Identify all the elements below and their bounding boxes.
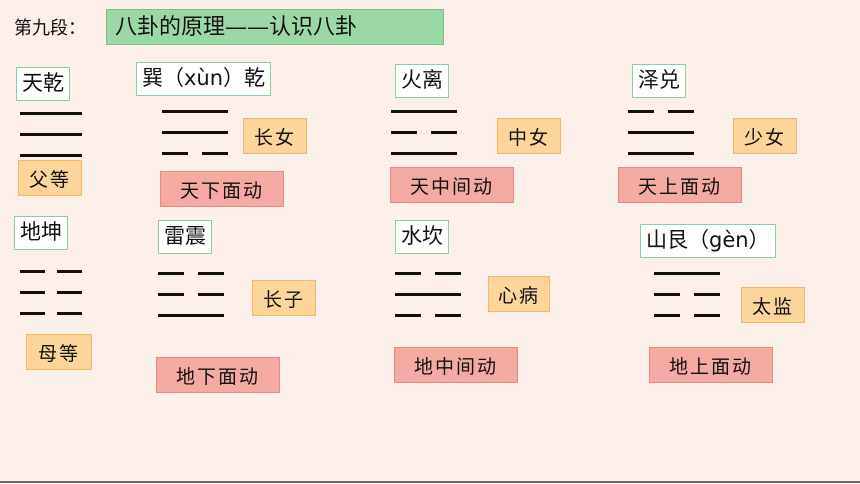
trigram-line-solid [20, 154, 82, 157]
trigram-tag-qian: 父等 [18, 160, 82, 196]
trigram-symbol-gen [654, 272, 720, 317]
trigram-motion-gen: 地上面动 [649, 347, 773, 383]
trigram-motion-dui: 天上面动 [618, 167, 742, 203]
trigram-tag-li: 中女 [497, 118, 561, 154]
trigram-symbol-dui [628, 110, 694, 155]
trigram-tag-kun: 母等 [26, 334, 92, 370]
trigram-symbol-zhen [158, 272, 224, 317]
trigram-line-solid [20, 112, 82, 115]
trigram-line-broken [158, 272, 224, 275]
trigram-line-broken [20, 291, 82, 294]
trigram-line-solid [628, 152, 694, 155]
trigram-name-zhen: 雷震 [158, 220, 212, 254]
trigram-line-broken [20, 270, 82, 273]
trigram-tag-dui: 少女 [733, 118, 797, 154]
trigram-symbol-kun [20, 270, 82, 315]
trigram-name-kun: 地坤 [14, 216, 68, 250]
trigram-line-solid [628, 131, 694, 134]
trigram-symbol-li [391, 110, 457, 155]
trigram-line-solid [395, 293, 461, 296]
trigram-line-solid [654, 272, 720, 275]
trigram-line-broken [162, 152, 228, 155]
trigram-line-broken [158, 293, 224, 296]
trigram-symbol-qian [20, 112, 82, 157]
trigram-line-solid [391, 110, 457, 113]
trigram-motion-li: 天中间动 [390, 167, 514, 203]
trigram-name-dui: 泽兑 [632, 64, 686, 98]
trigram-line-broken [395, 272, 461, 275]
trigram-line-broken [654, 293, 720, 296]
trigram-line-broken [628, 110, 694, 113]
trigram-line-solid [158, 314, 224, 317]
trigram-motion-zhen: 地下面动 [156, 357, 280, 393]
trigram-line-broken [395, 314, 461, 317]
trigram-line-solid [391, 152, 457, 155]
trigram-name-li: 火离 [395, 64, 449, 98]
trigram-name-kan: 水坎 [395, 220, 449, 254]
trigram-symbol-xun [162, 110, 228, 155]
trigram-line-broken [654, 314, 720, 317]
page-title: 八卦的原理——认识八卦 [106, 9, 444, 45]
trigram-line-solid [20, 133, 82, 136]
trigram-line-broken [391, 131, 457, 134]
trigram-tag-xun: 长女 [243, 118, 307, 154]
trigram-line-solid [162, 131, 228, 134]
trigram-motion-kan: 地中间动 [394, 347, 518, 383]
trigram-tag-zhen: 长子 [252, 280, 316, 316]
trigram-line-broken [20, 312, 82, 315]
bottom-rule [0, 481, 860, 483]
section-label: 第九段： [14, 18, 86, 39]
trigram-line-solid [162, 110, 228, 113]
trigram-name-gen: 山艮（gèn） [640, 224, 776, 258]
trigram-motion-xun: 天下面动 [160, 171, 284, 207]
trigram-symbol-kan [395, 272, 461, 317]
trigram-tag-gen: 太监 [741, 287, 805, 323]
trigram-name-xun: 巽（xùn）乾 [136, 62, 272, 96]
trigram-tag-kan: 心病 [488, 276, 550, 312]
trigram-name-qian: 天乾 [16, 67, 70, 101]
